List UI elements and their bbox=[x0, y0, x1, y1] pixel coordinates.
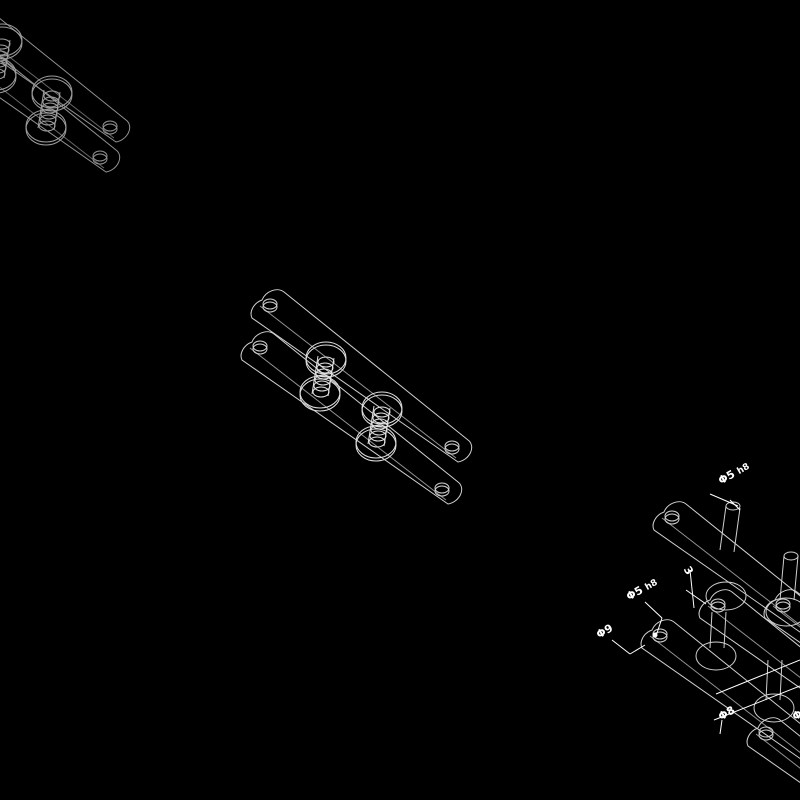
chain-link-topleft bbox=[0, 0, 131, 173]
chain-link-center bbox=[240, 289, 473, 505]
chain-assembly-dimensioned bbox=[611, 493, 800, 800]
